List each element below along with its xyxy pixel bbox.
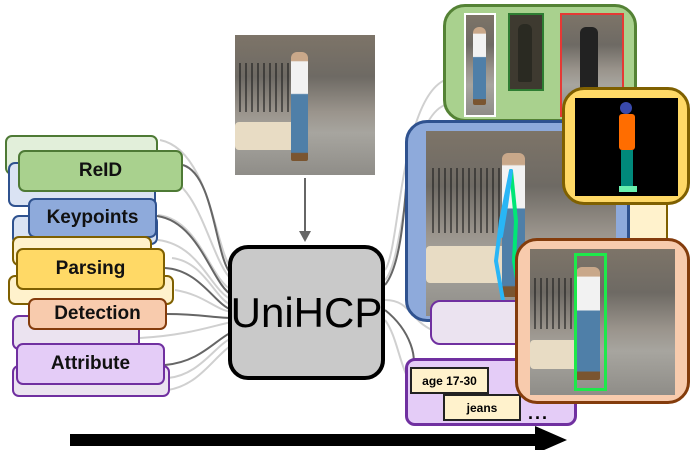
reid-output-panel [443,4,637,122]
reid-image-2 [508,13,544,91]
task-keypoints: Keypoints [28,198,157,238]
parsing-mask-image [575,98,678,196]
attribute-tag-jeans: jeans [443,394,521,421]
detection-bounding-box [574,253,607,391]
flow-arrow [70,426,567,450]
task-parsing: Parsing [16,248,165,290]
parsing-output-back [628,200,668,240]
input-image [235,35,375,175]
task-detection: Detection [28,298,167,330]
task-reid: ReID [18,150,183,192]
parsing-output-panel [562,87,690,205]
detection-output-panel [515,238,690,404]
attribute-ellipsis: ... [528,403,550,423]
unihcp-model-box: UniHCP [228,245,385,380]
detection-image [530,249,675,395]
attribute-tag-age: age 17-30 [410,367,489,394]
reid-image-1 [464,13,496,117]
input-arrow [299,178,311,242]
task-attribute: Attribute [16,343,165,385]
